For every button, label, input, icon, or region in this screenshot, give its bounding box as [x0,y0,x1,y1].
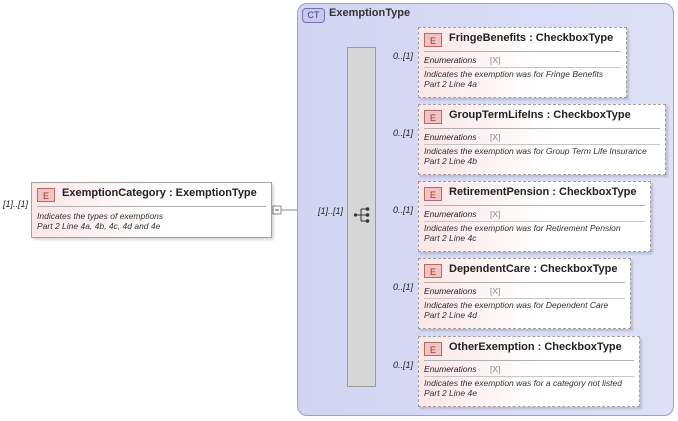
root-element-doc: Indicates the types of exemptions Part 2… [37,211,163,231]
child-element-fringe-benefits[interactable]: E FringeBenefits : CheckboxType Enumerat… [418,27,627,98]
enumerations-label: Enumerations [424,286,477,296]
divider [424,51,621,52]
root-cardinality: [1]..[1] [3,199,29,209]
child-element-doc: Indicates the exemption was for Fringe B… [424,69,603,89]
child-element-title: OtherExemption : CheckboxType [449,341,622,353]
divider [424,67,621,68]
child-cardinality: 0..[1] [393,51,414,61]
root-element-title: ExemptionCategory : ExemptionType [62,187,257,199]
child-element-doc: Indicates the exemption was for Retireme… [424,223,621,243]
doc-line-2: Part 2 Line 4d [424,310,477,320]
enumerations-value: [X] [490,286,501,296]
element-badge: E [424,342,442,356]
divider [424,360,634,361]
child-element-doc: Indicates the exemption was for a catego… [424,378,622,398]
child-element-doc: Indicates the exemption was for Dependen… [424,300,608,320]
enumerations-value: [X] [490,132,501,142]
doc-line-2: Part 2 Line 4a, 4b, 4c, 4d and 4e [37,221,161,231]
enumerations-value: [X] [490,55,501,65]
child-element-title: FringeBenefits : CheckboxType [449,32,614,44]
doc-line-1: Indicates the types of exemptions [37,211,164,221]
doc-line-2: Part 2 Line 4a [424,79,477,89]
doc-line-2: Part 2 Line 4e [424,388,477,398]
enumerations-label: Enumerations [424,209,477,219]
child-element-title: GroupTermLifeIns : CheckboxType [449,109,631,121]
child-element-title: RetirementPension : CheckboxType [449,186,637,198]
doc-line-1: Indicates the exemption was for a catego… [424,378,622,388]
divider [424,298,625,299]
doc-line-1: Indicates the exemption was for Retireme… [424,223,621,233]
complex-type-badge: CT [302,8,325,23]
divider [424,144,660,145]
enumerations-label: Enumerations [424,364,477,374]
child-element-dependent-care[interactable]: E DependentCare : CheckboxType Enumerati… [418,258,631,329]
complex-type-name: ExemptionType [329,7,411,19]
element-badge: E [424,33,442,47]
divider [424,205,645,206]
sequence-compositor-icon [353,207,370,223]
child-cardinality: 0..[1] [393,128,414,138]
element-badge: E [424,187,442,201]
child-cardinality: 0..[1] [393,282,414,292]
root-element-box[interactable]: E ExemptionCategory : ExemptionType Indi… [31,182,272,238]
enumerations-value: [X] [490,364,501,374]
child-cardinality: 0..[1] [393,360,414,370]
divider [424,128,660,129]
enumerations-label: Enumerations [424,132,477,142]
doc-line-1: Indicates the exemption was for Group Te… [424,146,647,156]
element-badge: E [424,110,442,124]
enumerations-label: Enumerations [424,55,477,65]
doc-line-2: Part 2 Line 4c [424,233,477,243]
sequence-cardinality: [1]..[1] [318,206,344,216]
child-element-other-exemption[interactable]: E OtherExemption : CheckboxType Enumerat… [418,336,640,407]
child-element-title: DependentCare : CheckboxType [449,263,618,275]
element-badge: E [37,188,55,202]
element-badge: E [424,264,442,278]
divider [424,221,645,222]
divider [424,282,625,283]
enumerations-value: [X] [490,209,501,219]
divider [424,376,634,377]
doc-line-2: Part 2 Line 4b [424,156,477,166]
divider [37,206,266,207]
child-element-doc: Indicates the exemption was for Group Te… [424,146,647,166]
child-element-retirement-pension[interactable]: E RetirementPension : CheckboxType Enume… [418,181,651,252]
child-cardinality: 0..[1] [393,205,414,215]
child-element-group-term-life-ins[interactable]: E GroupTermLifeIns : CheckboxType Enumer… [418,104,666,175]
doc-line-1: Indicates the exemption was for Fringe B… [424,69,604,79]
doc-line-1: Indicates the exemption was for Dependen… [424,300,609,310]
